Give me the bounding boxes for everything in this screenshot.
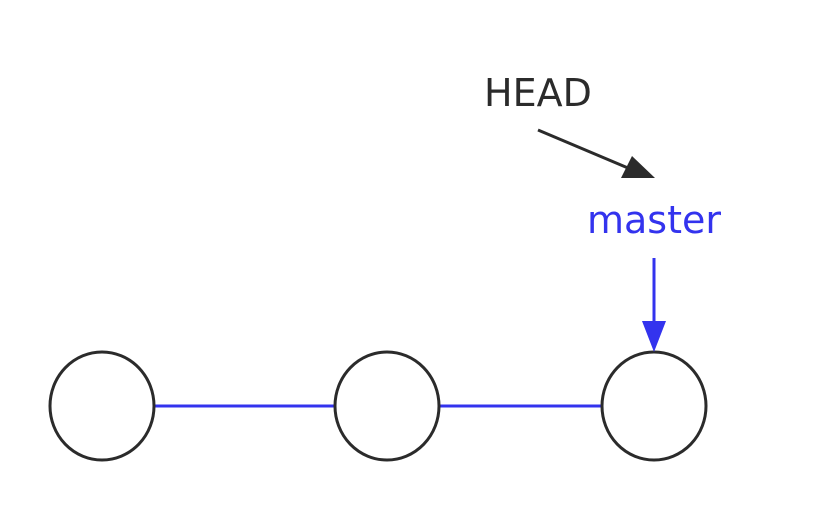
commit-node-2 (333, 350, 441, 462)
head-arrow-shaft (537, 128, 629, 170)
head-arrow-head (621, 156, 655, 178)
commit-node-1 (48, 350, 156, 462)
head-label: HEAD (484, 71, 592, 115)
master-branch-label: master (587, 198, 721, 242)
master-arrow-head (642, 321, 666, 352)
commit-node-3 (600, 350, 708, 462)
